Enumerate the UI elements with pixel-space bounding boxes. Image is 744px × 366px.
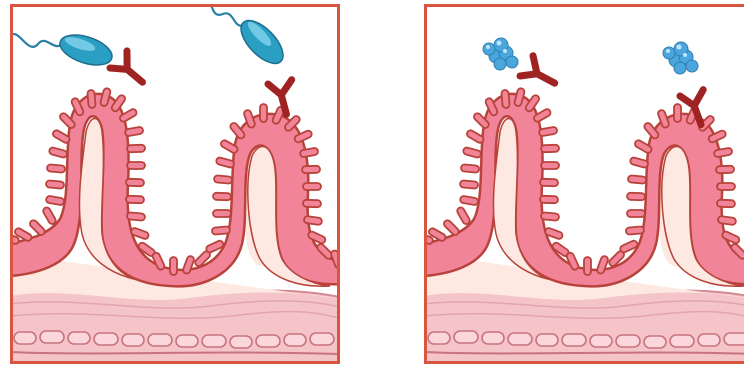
antibody-icon — [110, 50, 151, 90]
bacterium-icon — [10, 29, 116, 70]
right-panel-intestinal-villi-with-antigens — [424, 4, 744, 364]
antigen-cluster-icon — [663, 42, 698, 74]
right-panel-illustration — [424, 4, 744, 364]
bacterium-icon — [185, 4, 298, 74]
intestinal-villi — [10, 88, 340, 364]
antibody-icon — [520, 55, 561, 92]
left-panel-illustration — [10, 4, 340, 364]
intestinal-villi — [424, 88, 744, 364]
antigen-cluster-icon — [483, 38, 518, 70]
left-panel-intestinal-villi-with-bacteria — [10, 4, 340, 364]
antibody-icon — [268, 78, 300, 117]
